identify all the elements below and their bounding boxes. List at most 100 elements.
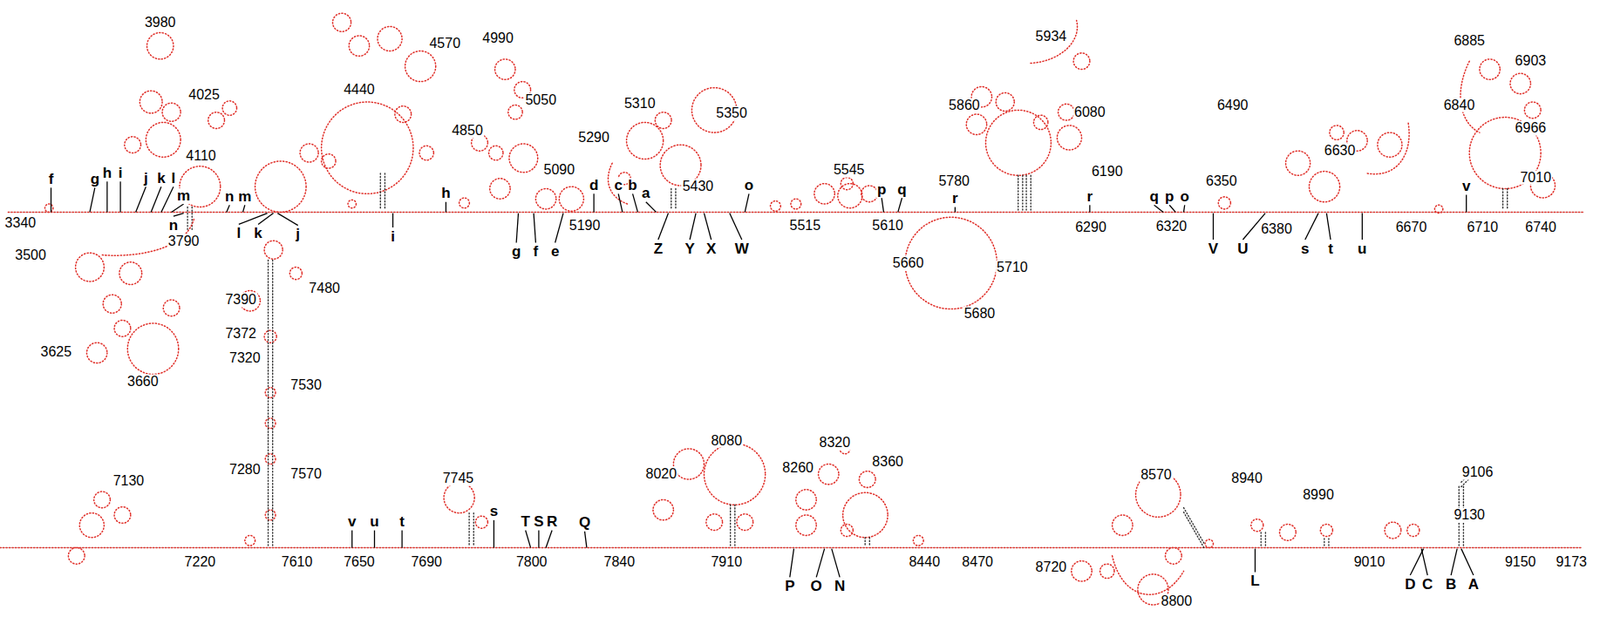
leader-line (1361, 213, 1363, 240)
base-pair-strand (1327, 537, 1329, 547)
loop-circle (1205, 539, 1213, 548)
single-strand-curve (1112, 556, 1185, 595)
helix-stem (1026, 175, 1031, 211)
site-letter: v (347, 514, 357, 531)
site-letter: u (368, 514, 380, 531)
loop-circle (1434, 204, 1443, 213)
leader-line (50, 187, 52, 212)
site-letter: P (783, 578, 796, 595)
position-number: 5780 (937, 174, 971, 190)
loop-circle (333, 13, 352, 32)
loop-circle (245, 535, 256, 546)
base-pair-strand (1184, 508, 1205, 545)
loop-circle (1280, 524, 1297, 542)
position-number: 8990 (1301, 487, 1335, 503)
base-pair-strand (1017, 175, 1019, 211)
loop-circle (1033, 115, 1048, 130)
loop-circle (377, 26, 402, 51)
base-pair-strand (380, 173, 382, 210)
position-number: 6840 (1443, 97, 1477, 113)
leader-line (243, 204, 246, 212)
site-letter: Z (653, 241, 664, 258)
position-number: 5680 (963, 306, 997, 322)
leader-line (226, 204, 231, 212)
base-pair-strand (1265, 531, 1267, 546)
site-letter: o (1178, 189, 1190, 205)
position-number: 8260 (781, 461, 815, 477)
site-letter: v (1461, 178, 1471, 195)
loop-circle (1320, 524, 1333, 538)
loop-circle (490, 178, 511, 199)
loop-circle (405, 51, 436, 82)
loop-circle (1218, 197, 1231, 210)
position-number: 3790 (167, 234, 201, 250)
loop-circle (840, 177, 853, 191)
site-letter: m (237, 189, 252, 205)
helix-stem (380, 173, 385, 210)
leader-line (89, 187, 96, 212)
position-number: 7840 (603, 554, 637, 570)
position-number: 5860 (947, 97, 981, 113)
site-letter: j (142, 170, 150, 187)
loop-circle (114, 320, 131, 337)
loop-circle (79, 513, 104, 538)
loop-circle (843, 492, 888, 538)
position-number: 7372 (224, 326, 258, 341)
loop-circle (265, 510, 276, 521)
loop-circle (1329, 125, 1344, 140)
loop-circle (139, 90, 163, 114)
base-pair-strand (670, 189, 672, 212)
loop-circle (394, 106, 412, 123)
base-pair-strand (674, 189, 676, 212)
leader-line (585, 531, 587, 549)
site-letter: n (168, 217, 179, 234)
structure-group (0, 13, 1584, 606)
loop-circle (995, 92, 1015, 111)
position-number: 5515 (789, 217, 823, 233)
base-pair-strand (1021, 175, 1023, 211)
leader-line (789, 549, 795, 579)
position-number: 3980 (143, 14, 178, 30)
loop-circle (127, 323, 179, 375)
leader-line (533, 213, 536, 244)
leader-line (744, 193, 749, 212)
site-letter: g (510, 244, 522, 260)
loop-circle (419, 145, 434, 160)
site-letter: t (1327, 241, 1335, 258)
position-number: 5430 (681, 179, 715, 195)
loop-circle (119, 262, 143, 286)
loop-circle (814, 183, 835, 205)
loop-circle (966, 114, 987, 135)
site-letter: A (1467, 577, 1480, 593)
base-pair-strand (869, 537, 871, 546)
backbone-line (7, 211, 1584, 213)
loop-circle (703, 443, 765, 505)
loop-circle (654, 112, 672, 130)
loop-circle (44, 204, 53, 212)
position-number: 7130 (112, 474, 146, 490)
loop-circle (1407, 524, 1420, 538)
position-number: 6710 (1466, 220, 1500, 236)
leader-line (1450, 549, 1458, 576)
position-number: 7390 (224, 292, 258, 308)
loop-circle (348, 35, 369, 56)
position-number: 6290 (1074, 220, 1108, 236)
leader-line (401, 531, 402, 549)
position-number: 7800 (515, 554, 549, 570)
leader-line (277, 213, 298, 226)
leader-line (646, 202, 657, 213)
loop-circle (475, 516, 488, 529)
leader-line (445, 202, 447, 213)
loop-circle (114, 507, 131, 525)
loop-circle (535, 189, 556, 210)
leader-line (1089, 204, 1090, 212)
position-number: 9173 (1554, 554, 1588, 570)
loop-circle (443, 483, 475, 514)
site-letter: g (89, 171, 101, 188)
position-number: 4440 (342, 82, 376, 98)
site-letter: D (1403, 577, 1417, 593)
loop-circle (861, 185, 879, 203)
backbone-line (0, 547, 1582, 549)
leader-line (633, 193, 639, 212)
position-number: 4110 (184, 149, 217, 164)
